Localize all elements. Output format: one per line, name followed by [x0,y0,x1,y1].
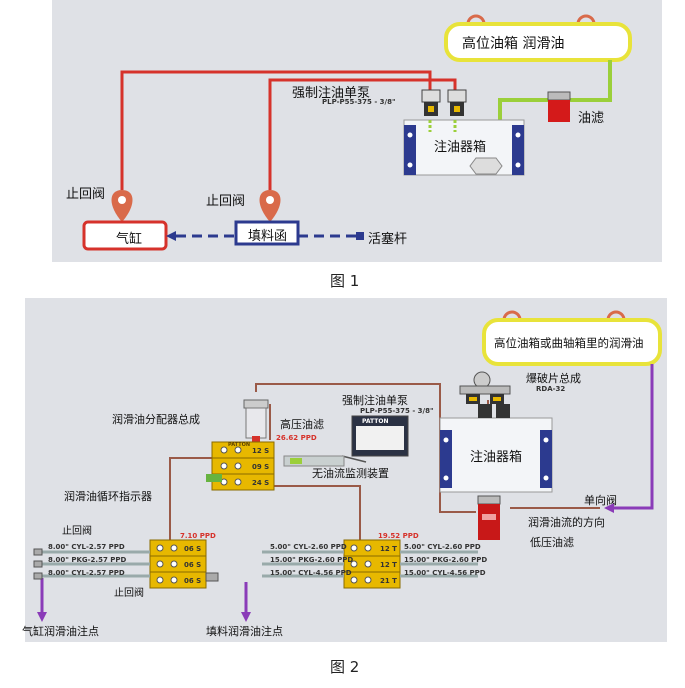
right-block-row-3: 21 T [380,577,397,585]
left-block-row-2: 06 S [184,561,202,569]
pump-icon-1 [421,89,467,116]
main-block-row-3: 24 S [252,479,270,487]
pump-model-2: PLP-P55-375 - 3/8" [360,407,434,415]
main-block-row-1: 12 S [252,447,270,455]
lubricator-box-label-2: 注油器箱 [470,450,523,465]
pump-label-2: 强制注油单泵 [342,394,408,407]
no-flow-monitor-icon [283,415,409,467]
right-right-line-1: 5.00" CYL-2.60 PPD [404,543,481,551]
distributor-label: 润滑油分配器总成 [112,413,200,426]
rupture-disc-model: RDA-32 [536,385,566,393]
figure-1-caption: 图 1 [330,272,360,290]
check-valve-label-1b: 止回阀 [206,194,246,209]
distributor-block-main [206,441,275,491]
check-valve-pin-1b [259,190,281,222]
red-lines-1 [120,70,457,190]
left-line-2: 8.00" PKG-2.57 PPD [48,556,127,564]
no-flow-monitor-label: 无油流监测装置 [312,467,389,480]
right-left-line-2: 15.00" PKG-2.60 PPD [270,556,354,564]
tank-box-2 [482,318,662,366]
tank-label-1: 高位油箱 润滑油 [462,36,565,52]
packing-box [234,220,300,246]
left-block-ppd: 7.10 PPD [180,532,216,540]
main-block-ppd: 26.62 PPD [276,434,317,442]
filter-label-1: 油滤 [578,111,605,126]
hp-filter-label: 高压油滤 [280,418,324,431]
left-block-row-3: 06 S [184,577,202,585]
cyl-point-label: 气缸润滑油注点 [22,625,99,638]
rupture-disc-icon [459,371,511,404]
figure-2-caption: 图 2 [330,658,360,676]
monitor-brand: PATTON [362,418,389,425]
lubricator-box-label-1: 注油器箱 [434,140,487,155]
purple-line-2 [37,364,654,622]
check-valve-label-2b: 止回阀 [114,588,144,599]
right-block-ppd: 19.52 PPD [378,532,419,540]
filter-icon-1 [547,91,571,122]
tank-box-1 [444,22,632,62]
piston-rod-label: 活塞杆 [368,232,408,247]
tank-label-2: 高位油箱或曲轴箱里的润滑油 [494,336,644,350]
flow-direction-label: 润滑油流的方向 [528,516,605,529]
check-valve-pin-1a [111,190,133,222]
left-line-1: 8.00" CYL-2.57 PPD [48,543,125,551]
cycle-indicator-label: 润滑油循环指示器 [64,490,152,503]
right-right-line-2: 15.00" PKG-2.60 PPD [404,556,488,564]
distributor-block-left [33,539,219,589]
cylinder-label: 气缸 [116,232,143,247]
piston-rod-line [166,231,364,241]
right-left-line-3: 15.00" CYL-4.56 PPD [270,569,352,577]
cylinder-box [82,220,168,251]
check-valve-label-2: 单向阀 [584,494,617,507]
lubricator-box-2 [439,404,553,493]
main-block-row-2: 09 S [252,463,270,471]
pkg-point-label: 填料润滑油注点 [206,625,283,638]
rupture-disc-label: 爆破片总成 [526,372,581,385]
lp-filter-icon [477,495,501,540]
left-line-3: 8.00" CYL-2.57 PPD [48,569,125,577]
right-block-row-2: 12 T [380,561,397,569]
packing-label: 填料函 [248,229,288,244]
distributor-block-right [262,539,478,589]
hp-filter-icon [243,399,269,442]
main-block-brand: PATTON [228,442,251,448]
right-block-row-1: 12 T [380,545,397,553]
tank-hooks-1 [466,14,596,25]
right-left-line-1: 5.00" CYL-2.60 PPD [270,543,347,551]
lp-filter-label: 低压油滤 [530,536,574,549]
pump-label-1: 强制注油单泵 [292,86,371,101]
check-valve-label-2a: 止回阀 [62,526,92,537]
right-right-line-3: 15.00" CYL-4.56 PPD [404,569,486,577]
pump-model-1: PLP-P55-375 - 3/8" [322,98,396,106]
tank-hooks-2 [502,310,626,321]
check-valve-label-1a: 止回阀 [66,187,106,202]
lubricator-box-1 [403,119,525,176]
left-block-row-1: 06 S [184,545,202,553]
